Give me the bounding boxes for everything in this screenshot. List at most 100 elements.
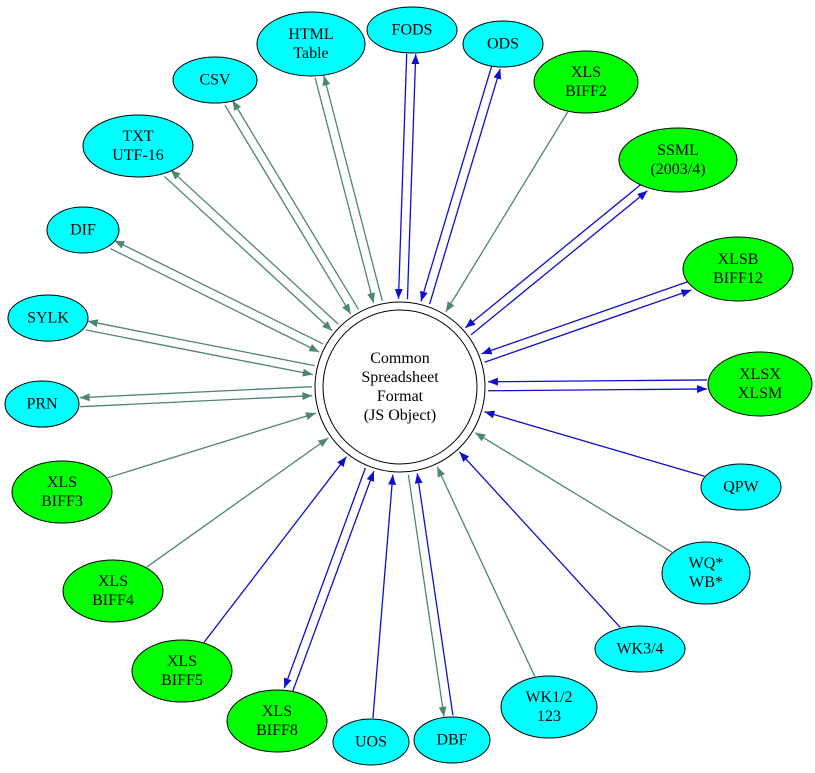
format-node-label: WK1/2 — [525, 689, 572, 706]
format-node-ellipse — [661, 541, 751, 605]
format-node-ellipse — [682, 236, 794, 302]
edge-txt-utf16-out-arrow — [170, 169, 339, 325]
format-node-label: XLSB — [718, 251, 759, 268]
edge-sylk-out-arrow — [87, 319, 315, 367]
format-node-xls-biff5: XLS BIFF5 — [131, 639, 233, 703]
format-node-ellipse — [11, 460, 113, 524]
edge-dbf-in-arrow — [414, 473, 454, 716]
format-node-ellipse — [413, 716, 491, 764]
format-node-xls-biff3: XLS BIFF3 — [11, 460, 113, 524]
edge-xlsb-in-arrow — [481, 280, 689, 355]
format-node-qpw: QPW — [700, 463, 782, 511]
format-node-label: FODS — [392, 22, 433, 39]
edge-ssml-out-arrow — [470, 190, 648, 336]
format-node-label: WB* — [689, 574, 723, 591]
format-node-ellipse — [131, 639, 233, 703]
format-node-label: TXT — [122, 128, 153, 145]
format-node-label: XLS — [571, 64, 601, 81]
format-node-ellipse — [700, 463, 782, 511]
format-node-label: BIFF8 — [256, 722, 298, 739]
edge-xlsb-out-arrow — [484, 289, 692, 363]
center-node-label: (JS Object) — [364, 407, 436, 424]
edge-prn-in-arrow — [80, 392, 313, 408]
edge-sylk-in-arrow — [85, 329, 313, 377]
format-node-ellipse — [62, 559, 164, 623]
edge-xls-biff4-in-arrow — [146, 437, 329, 568]
edge-dif-in-arrow — [110, 247, 320, 353]
edge-csv-out-arrow — [231, 100, 359, 310]
format-node-label: XLSM — [738, 385, 782, 402]
center-node-outer-circle — [314, 301, 486, 473]
format-node-xls-biff2: XLS BIFF2 — [533, 50, 639, 114]
format-node-wk34: WK3/4 — [594, 625, 686, 673]
format-node-label: UOS — [355, 734, 387, 751]
edge-txt-utf16-in-arrow — [163, 175, 333, 332]
format-node-label: 123 — [537, 708, 561, 725]
format-node-label: BIFF12 — [713, 270, 763, 287]
format-node-label: QPW — [723, 479, 759, 496]
edge-html-table-out-arrow — [322, 75, 383, 301]
center-node-label: Format — [377, 388, 424, 405]
edge-ods-out-arrow — [428, 68, 502, 305]
center-node-label: Common — [370, 350, 430, 367]
format-node-ellipse — [707, 351, 813, 417]
edge-wk12-123-in-arrow — [436, 466, 536, 677]
edge-fods-in-arrow — [394, 53, 408, 299]
format-node-ellipse — [172, 56, 258, 104]
format-node-label: XLS — [47, 474, 77, 491]
edge-uos-in-arrow — [372, 474, 397, 719]
format-node-wq-wb: WQ* WB* — [661, 541, 751, 605]
format-node-dif: DIF — [46, 206, 120, 254]
format-node-wk12-123: WK1/2 123 — [500, 675, 598, 739]
edge-csv-in-arrow — [224, 104, 352, 315]
format-node-label: BIFF5 — [161, 672, 203, 689]
format-node-label: SYLK — [27, 310, 69, 327]
format-node-label: PRN — [26, 396, 58, 413]
edge-fods-out-arrow — [406, 54, 420, 300]
format-node-ellipse — [4, 380, 80, 428]
format-node-ellipse — [256, 11, 366, 77]
edge-prn-out-arrow — [79, 386, 312, 402]
format-node-xls-biff8: XLS BIFF8 — [226, 689, 328, 753]
format-node-label: UTF-16 — [112, 147, 164, 164]
edge-xls-biff3-in-arrow — [107, 412, 317, 479]
center-node-label: Spreadsheet — [361, 369, 439, 386]
format-node-label: Table — [293, 45, 328, 62]
format-node-xlsx: XLSX XLSM — [707, 351, 813, 417]
format-node-ellipse — [366, 6, 458, 54]
edge-ods-in-arrow — [420, 66, 493, 302]
format-node-label: XLS — [98, 573, 128, 590]
format-node-label: DIF — [70, 222, 96, 239]
format-node-label: DBF — [436, 732, 467, 749]
format-node-label: BIFF3 — [41, 493, 83, 510]
format-node-dbf: DBF — [413, 716, 491, 764]
format-node-ellipse — [500, 675, 598, 739]
format-node-txt-utf16: TXT UTF-16 — [82, 114, 194, 178]
center-node-inner-circle — [322, 309, 478, 465]
format-node-label: BIFF2 — [565, 83, 607, 100]
format-node-ssml: SSML (2003/4) — [618, 127, 738, 193]
format-node-xls-biff4: XLS BIFF4 — [62, 559, 164, 623]
format-node-label: XLS — [262, 703, 292, 720]
edge-wq-wb-in-arrow — [474, 432, 673, 553]
format-node-label: WQ* — [689, 555, 724, 572]
format-node-label: XLSX — [739, 366, 781, 383]
edge-dbf-out-arrow — [407, 474, 447, 717]
format-node-csv: CSV — [172, 56, 258, 104]
edge-html-table-in-arrow — [314, 77, 375, 304]
format-node-label: BIFF4 — [92, 592, 134, 609]
format-node-ellipse — [82, 114, 194, 178]
format-node-uos: UOS — [332, 718, 410, 766]
format-node-label: SSML — [657, 142, 699, 159]
format-node-fods: FODS — [366, 6, 458, 54]
edge-xls-biff2-in-arrow — [445, 111, 569, 313]
format-node-prn: PRN — [4, 380, 80, 428]
format-node-label: (2003/4) — [650, 161, 705, 178]
edge-xls-biff8-in-arrow — [292, 470, 375, 692]
format-node-ellipse — [46, 206, 120, 254]
format-node-label: XLS — [167, 653, 197, 670]
